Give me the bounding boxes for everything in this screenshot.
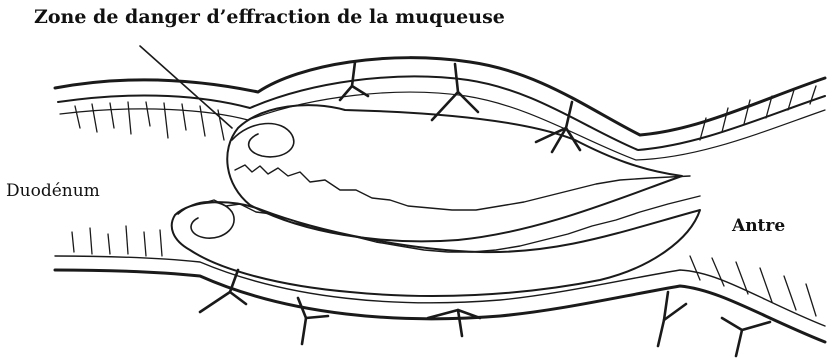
lower-wall-outer [55,270,825,342]
pylorus-lower-mass [172,202,700,296]
upper-wall-layer [60,92,825,160]
duodenum-upper-hatching [75,102,224,140]
channel-upper-lining [235,165,690,210]
antrum-label: Antre [732,218,785,235]
danger-zone-label: Zone de danger d’effraction de la muqueu… [34,8,505,27]
channel-lower-lining [200,196,700,252]
mucosa-fold-upper [232,124,294,157]
duodenum-label: Duodénum [6,183,100,200]
duodenum-lower-hatching [72,226,162,256]
upper-wall-inner [58,76,825,150]
danger-zone-pointer [140,46,232,128]
upper-vessels [340,62,580,152]
